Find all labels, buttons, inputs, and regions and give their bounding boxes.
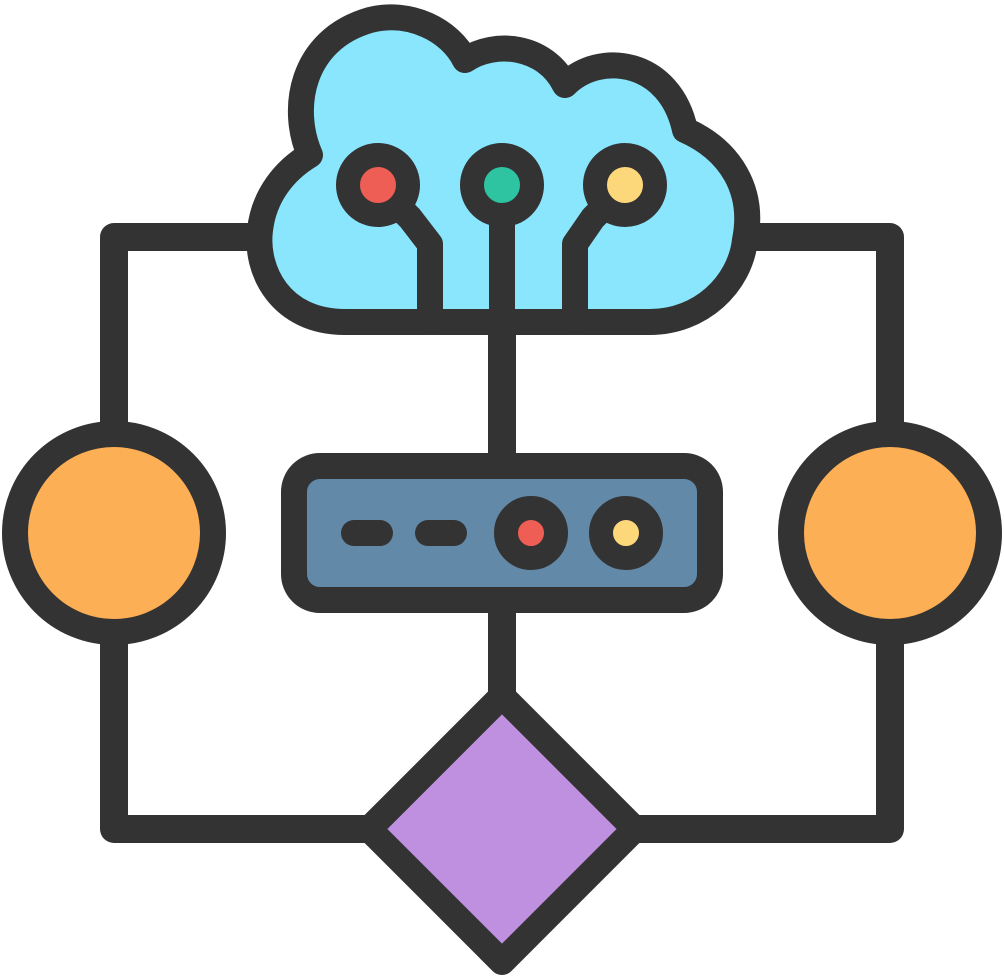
circuit-nodes xyxy=(336,143,667,227)
server-led-yellow-icon xyxy=(589,496,663,570)
connector-right-top xyxy=(731,223,904,438)
connector-left-bottom xyxy=(100,628,386,843)
flow-node-circle-left-icon xyxy=(2,421,226,645)
circuit-node-teal-icon xyxy=(460,143,544,227)
circuit-node-yellow-icon xyxy=(583,143,667,227)
decision-diamond-icon xyxy=(356,683,648,975)
circuit-node-red-icon xyxy=(336,143,420,227)
server-led-red-icon xyxy=(494,496,568,570)
flow-node-circle-right-icon xyxy=(778,421,1002,645)
connector-left-top xyxy=(100,223,276,438)
connector-right-bottom xyxy=(618,628,904,843)
server-rack-icon xyxy=(281,453,723,613)
connector-lines xyxy=(100,223,904,843)
